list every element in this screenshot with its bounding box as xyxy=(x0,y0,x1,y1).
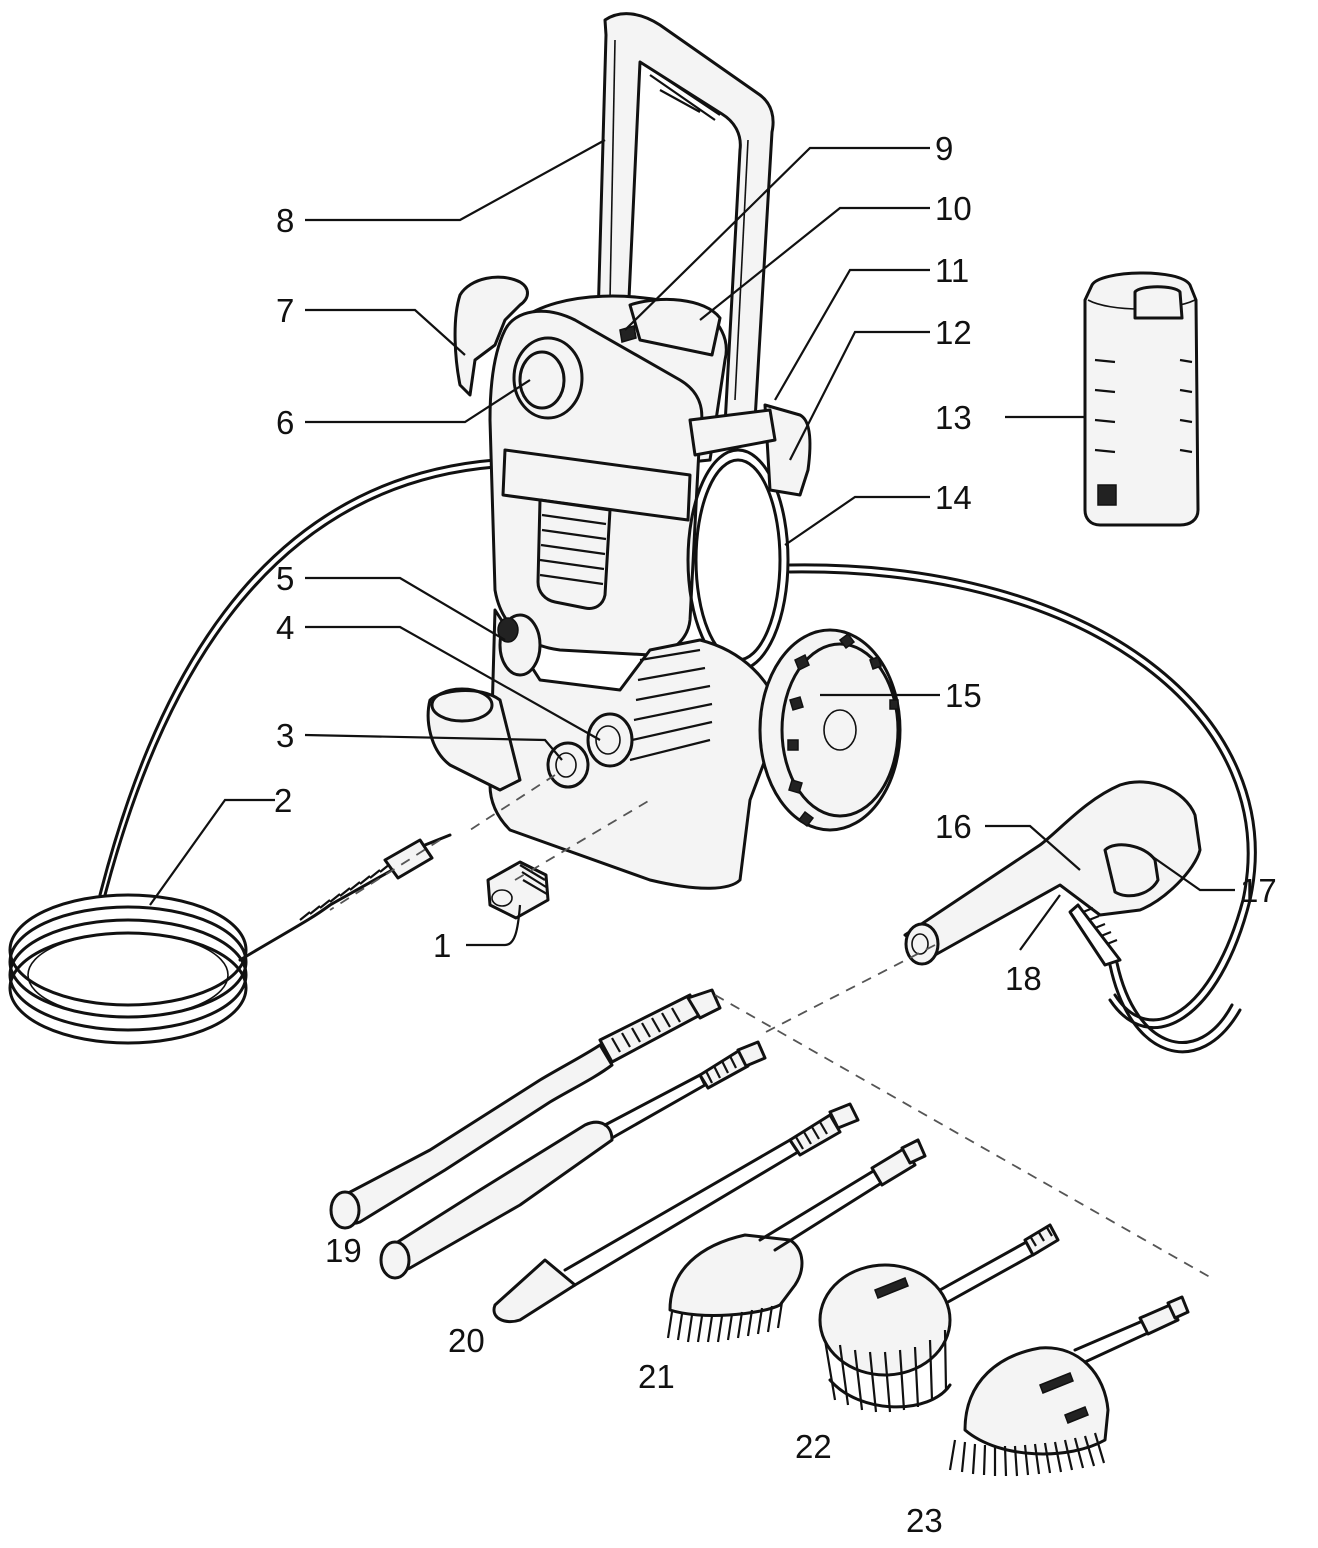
wash-brush xyxy=(666,1138,927,1343)
callout-3: 3 xyxy=(276,717,294,754)
callout-15: 15 xyxy=(945,677,982,714)
callout-2: 2 xyxy=(274,782,292,819)
callout-11: 11 xyxy=(935,252,969,289)
callout-7: 7 xyxy=(276,292,294,329)
callout-19: 19 xyxy=(325,1232,362,1269)
callout-13: 13 xyxy=(935,399,972,436)
pressure-washer-body xyxy=(426,12,902,890)
callout-4: 4 xyxy=(276,609,294,646)
callout-21: 21 xyxy=(638,1358,675,1395)
callout-leaders xyxy=(149,139,1235,951)
callout-5: 5 xyxy=(276,560,294,597)
dirt-blaster xyxy=(492,1102,860,1324)
accessory-connection-lines xyxy=(329,774,1216,1281)
callout-14: 14 xyxy=(935,479,972,516)
callout-20: 20 xyxy=(448,1322,485,1359)
high-pressure-hose xyxy=(98,458,1257,1029)
rotating-wash-brush xyxy=(818,1223,1060,1413)
callout-8: 8 xyxy=(276,202,294,239)
callout-23: 23 xyxy=(906,1502,943,1539)
trigger-gun xyxy=(903,780,1242,1054)
universal-wash-brush xyxy=(948,1295,1190,1477)
callout-1: 1 xyxy=(433,927,451,964)
water-inlet-coupling xyxy=(486,860,550,920)
callout-9: 9 xyxy=(935,130,953,167)
callout-12: 12 xyxy=(935,314,972,351)
callout-22: 22 xyxy=(795,1428,832,1465)
callout-16: 16 xyxy=(935,808,972,845)
callout-6: 6 xyxy=(276,404,294,441)
spray-lance-vario xyxy=(329,988,722,1230)
callout-labels: 1 2 3 4 5 6 7 8 9 10 11 12 13 14 15 16 1… xyxy=(274,130,1277,1539)
callout-18: 18 xyxy=(1005,960,1042,997)
spray-lance-powerpipe xyxy=(379,1040,767,1280)
detergent-bottle xyxy=(1083,271,1200,527)
hose-coil xyxy=(8,893,248,1045)
callout-17: 17 xyxy=(1240,872,1277,909)
callout-10: 10 xyxy=(935,190,972,227)
